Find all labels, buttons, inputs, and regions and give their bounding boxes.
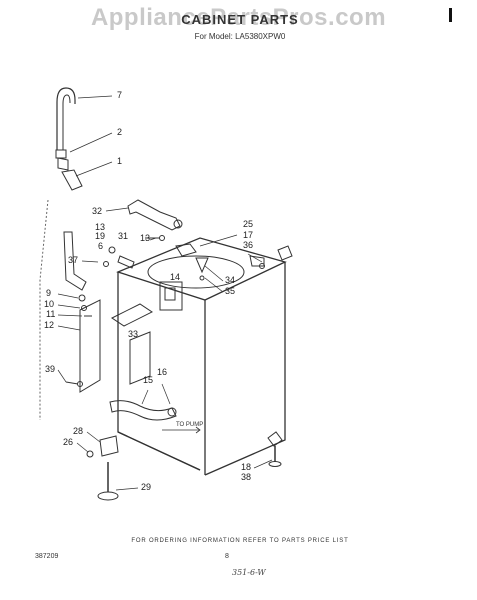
callout-29: 29: [141, 482, 151, 492]
callout-2: 2: [117, 127, 122, 137]
ordering-note: FOR ORDERING INFORMATION REFER TO PARTS …: [131, 538, 349, 544]
callout-15: 15: [143, 375, 153, 385]
diagram-title: CABINET PARTS: [181, 12, 299, 27]
screw-39: [65, 381, 79, 385]
callout-35: 35: [225, 286, 235, 296]
callout-33: 33: [128, 329, 138, 339]
foot-bracket-left: [99, 435, 119, 457]
bracket-33: [111, 303, 153, 327]
callout-34: 34: [225, 275, 235, 285]
callout-13: 13: [95, 222, 105, 232]
page-number: 8: [225, 553, 229, 560]
callout-36: 36: [243, 240, 253, 250]
callout-17: 17: [243, 230, 253, 240]
callout-26: 26: [63, 437, 73, 447]
callout-38: 38: [241, 472, 251, 482]
fill-hose: [127, 199, 181, 231]
callout-10: 10: [44, 299, 54, 309]
to-pump-label: TO PUMP: [176, 422, 203, 428]
tub-opening: [147, 255, 245, 289]
watermark: AppliancePartsPros.com: [90, 4, 387, 31]
cabinet-bottom-edge: [117, 431, 201, 471]
callout-18: 18: [241, 462, 251, 472]
callout-39: 39: [45, 364, 55, 374]
hose-elbow: [63, 231, 87, 291]
callout-28: 28: [73, 426, 83, 436]
pump-hose: [109, 400, 177, 421]
drain-hose-coupling: [55, 149, 67, 159]
hose-outlet: [61, 169, 83, 191]
drain-hose-hook: [56, 87, 76, 150]
callout-13: 13: [140, 233, 150, 243]
callout-7: 7: [117, 90, 122, 100]
drain-hose-clamp: [57, 157, 69, 171]
top-bracket-left: [175, 243, 197, 257]
callout-32: 32: [92, 206, 102, 216]
top-bracket-right: [249, 255, 265, 267]
leveling-foot: [97, 491, 119, 501]
callout-19: 19: [95, 231, 105, 241]
corner-support: [195, 257, 209, 274]
side-panel: [79, 299, 101, 393]
callout-6: 6: [98, 241, 103, 251]
callout-14: 14: [170, 272, 180, 282]
cabinet-side-right: [204, 262, 286, 476]
callout-12: 12: [44, 320, 54, 330]
callout-16: 16: [157, 367, 167, 377]
callout-1: 1: [117, 156, 122, 166]
model-label: For Model: LA5380XPW0: [194, 32, 286, 41]
foot-right: [267, 431, 283, 447]
cabinet-top: [116, 237, 287, 301]
callout-25: 25: [243, 219, 253, 229]
handwritten-note: 351-6-W: [232, 568, 266, 577]
document-number: 387209: [35, 553, 59, 560]
leader-lines: [57, 95, 273, 491]
callout-11: 11: [46, 309, 55, 319]
callout-37: 37: [68, 255, 78, 265]
callout-31: 31: [118, 231, 128, 241]
callout-9: 9: [46, 288, 51, 298]
guide-line-left: [39, 199, 49, 420]
corner-mark: [449, 8, 452, 22]
mount-bracket: [159, 281, 183, 311]
rear-fitting: [277, 245, 293, 261]
